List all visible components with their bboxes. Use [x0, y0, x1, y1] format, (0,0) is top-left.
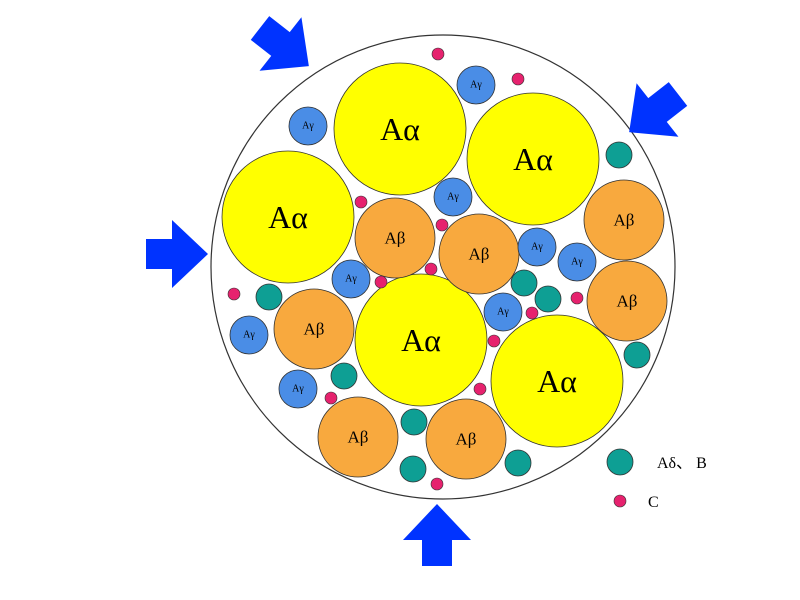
a-gamma-fiber: Aγ: [433, 177, 473, 217]
c-fiber: [354, 195, 368, 209]
c-fiber: [431, 47, 445, 61]
c-fiber: [435, 218, 449, 232]
a-beta-fiber: Aβ: [438, 213, 520, 295]
a-beta-label: Aβ: [456, 430, 477, 449]
a-beta-label: Aβ: [304, 320, 325, 339]
pressure-arrow-icon: [146, 220, 208, 288]
c-fiber: [227, 287, 241, 301]
c-fiber: [424, 262, 438, 276]
nerve-bundle-outline: [210, 34, 676, 500]
a-delta-b-fiber: [330, 362, 358, 390]
c-fiber: [487, 334, 501, 348]
a-gamma-label: Aγ: [447, 192, 459, 203]
a-beta-fiber: Aβ: [317, 396, 399, 478]
a-alpha-label: Aα: [380, 111, 420, 147]
legend-label-a-delta-b: Aδ、 B: [657, 455, 707, 472]
a-gamma-fiber: Aγ: [557, 242, 597, 282]
a-gamma-label: Aγ: [345, 274, 357, 285]
a-gamma-fiber: Aγ: [278, 369, 318, 409]
pressure-arrow-icon: [239, 1, 330, 93]
a-delta-b-fiber: [400, 408, 428, 436]
a-gamma-label: Aγ: [531, 242, 543, 253]
a-beta-label: Aβ: [385, 229, 406, 248]
c-fiber: [374, 275, 388, 289]
c-fiber: [570, 291, 584, 305]
a-delta-b-fibers: [255, 141, 651, 483]
c-fibers: [227, 47, 584, 491]
c-fiber: [473, 382, 487, 396]
a-gamma-label: Aγ: [470, 80, 482, 91]
a-gamma-label: Aγ: [292, 384, 304, 395]
a-delta-b-fiber: [623, 341, 651, 369]
a-alpha-fibers: Aα Aα Aα Aα Aα: [221, 62, 624, 448]
a-gamma-label: Aγ: [302, 121, 314, 132]
a-delta-b-fiber: [504, 449, 532, 477]
a-gamma-label: Aγ: [571, 257, 583, 268]
a-alpha-label: Aα: [513, 141, 553, 177]
a-gamma-label: Aγ: [497, 307, 509, 318]
a-gamma-fibers: Aγ Aγ Aγ Aγ Aγ Aγ Aγ Aγ: [229, 65, 597, 409]
a-alpha-label: Aα: [401, 322, 441, 358]
legend-item-a-delta-b: Aδ、 B: [606, 448, 707, 476]
legend: Aδ、 B C: [606, 448, 707, 511]
a-beta-fibers: Aβ Aβ Aβ Aβ Aβ Aβ Aβ: [273, 179, 668, 480]
a-delta-b-fiber: [605, 141, 633, 169]
a-beta-label: Aβ: [469, 245, 490, 264]
a-beta-label: Aβ: [614, 211, 635, 230]
legend-label-c: C: [648, 494, 659, 511]
a-beta-label: Aβ: [348, 428, 369, 447]
a-gamma-fiber: Aγ: [456, 65, 496, 105]
c-fiber: [511, 72, 525, 86]
a-gamma-fiber: Aγ: [517, 227, 557, 267]
a-alpha-fiber: Aα: [221, 150, 355, 284]
a-alpha-label: Aα: [268, 199, 308, 235]
a-gamma-fiber: Aγ: [288, 106, 328, 146]
a-delta-b-fiber: [534, 285, 562, 313]
a-beta-fiber: Aβ: [273, 288, 355, 370]
c-fiber: [324, 391, 338, 405]
c-fiber: [430, 477, 444, 491]
a-beta-fiber: Aβ: [354, 197, 436, 279]
a-delta-b-fiber: [510, 269, 538, 297]
a-beta-label: Aβ: [617, 292, 638, 311]
legend-item-c: C: [613, 494, 659, 511]
legend-swatch-a-delta-b: [606, 448, 634, 476]
a-delta-b-fiber: [399, 455, 427, 483]
a-beta-fiber: Aβ: [586, 260, 668, 342]
a-gamma-fiber: Aγ: [229, 315, 269, 355]
pressure-arrow-icon: [403, 504, 471, 566]
a-alpha-fiber: Aα: [466, 92, 600, 226]
a-alpha-fiber: Aα: [490, 314, 624, 448]
legend-swatch-c: [613, 494, 627, 508]
a-alpha-label: Aα: [537, 363, 577, 399]
a-beta-fiber: Aβ: [425, 398, 507, 480]
a-gamma-label: Aγ: [243, 330, 255, 341]
a-alpha-fiber: Aα: [333, 62, 467, 196]
a-delta-b-fiber: [255, 283, 283, 311]
a-beta-fiber: Aβ: [583, 179, 665, 261]
a-alpha-fiber: Aα: [354, 273, 488, 407]
a-gamma-fiber: Aγ: [483, 292, 523, 332]
c-fiber: [525, 306, 539, 320]
a-gamma-fiber: Aγ: [331, 259, 371, 299]
